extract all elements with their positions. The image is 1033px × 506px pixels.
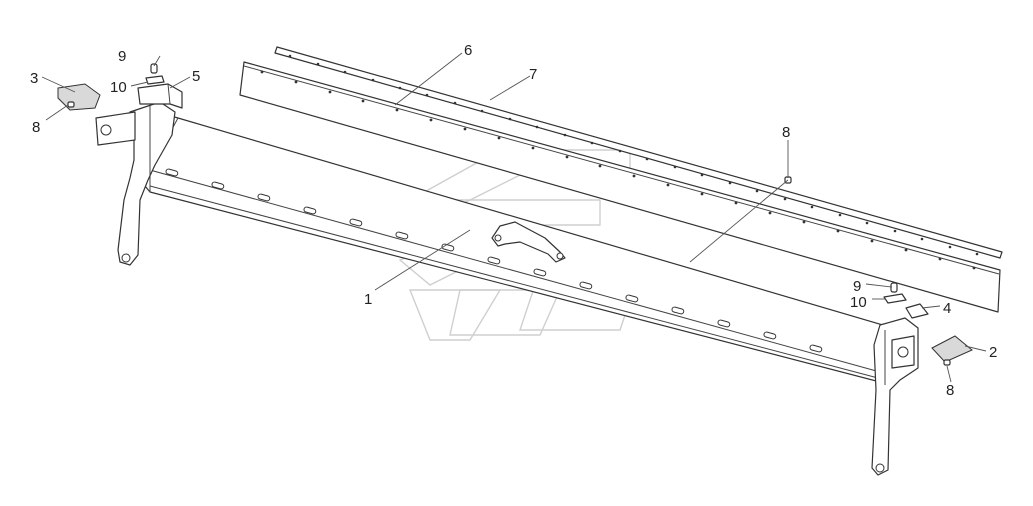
callout-4: 4 <box>943 300 951 317</box>
part-7-strip <box>274 46 1003 259</box>
left-support <box>95 101 176 266</box>
callout-6: 6 <box>464 42 472 59</box>
callout-10-left: 10 <box>110 79 127 96</box>
callout-8-middle: 8 <box>782 124 790 141</box>
callout-7: 7 <box>529 66 537 83</box>
callout-labels: 3 8 9 10 5 6 7 8 1 9 10 4 2 8 <box>30 42 997 399</box>
callout-2: 2 <box>989 344 997 361</box>
part-3-cover-plate <box>57 83 101 111</box>
callout-8-left: 8 <box>32 119 40 136</box>
leader-lines <box>41 52 987 383</box>
callout-3: 3 <box>30 70 38 87</box>
part-2-cover-plate <box>931 335 973 363</box>
right-support <box>871 317 919 476</box>
callout-10-right: 10 <box>850 294 867 311</box>
left-fasteners <box>145 63 165 85</box>
callout-9-left: 9 <box>118 48 126 65</box>
center-bracket <box>491 221 566 263</box>
part-6-panel <box>239 61 1001 313</box>
callout-9-right: 9 <box>853 278 861 295</box>
part-5-bracket <box>137 83 183 109</box>
callout-1: 1 <box>364 291 372 308</box>
callout-5: 5 <box>192 68 200 85</box>
callout-8-right: 8 <box>946 382 954 399</box>
